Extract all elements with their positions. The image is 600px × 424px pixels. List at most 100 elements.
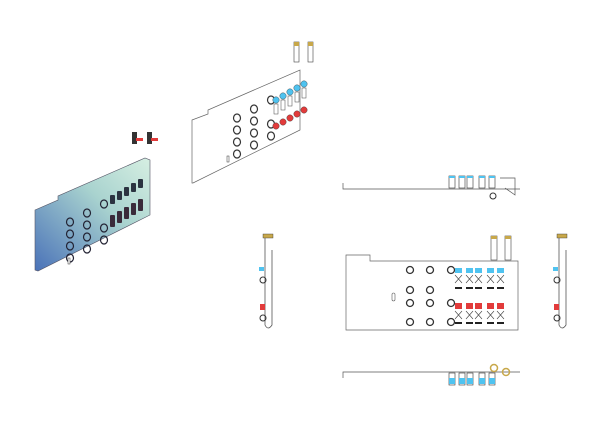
valve-body (553, 276, 561, 284)
plate-hole (405, 265, 415, 275)
outline-isometric-view (191, 41, 314, 184)
return-cap (455, 268, 462, 273)
valve-body (287, 95, 293, 107)
valve-body (486, 274, 495, 284)
return-cap (259, 267, 264, 271)
plate-hole (82, 220, 92, 230)
brass-fitting (556, 233, 568, 239)
plate-hole (425, 298, 435, 308)
valve-body (259, 276, 267, 284)
supply-valve (138, 199, 143, 211)
plate-hole (99, 199, 109, 209)
valve-body (496, 310, 505, 320)
valve-body (280, 99, 286, 111)
front-view-manifold (391, 235, 512, 327)
plate-hole (249, 140, 259, 150)
return-cap (467, 378, 473, 384)
brass-fitting (294, 42, 299, 46)
valve-body (465, 310, 474, 320)
supply-valve (110, 215, 115, 227)
ball-valve (147, 132, 152, 144)
return-cap (479, 378, 485, 384)
supply-cap (497, 303, 504, 309)
plate-hole (425, 265, 435, 275)
plate-hole (99, 223, 109, 233)
supply-cap (293, 110, 301, 118)
return-cap (279, 92, 287, 100)
return-cap (272, 96, 280, 104)
brass-fitting (308, 42, 313, 46)
return-cap (459, 378, 465, 384)
return-cap (449, 176, 455, 178)
valve-body (474, 310, 483, 320)
top-view (342, 175, 520, 200)
bottom-view-manifold (448, 363, 511, 386)
supply-cap (475, 303, 482, 309)
valve-nut (475, 322, 482, 324)
left-side-view (259, 233, 274, 329)
plate-hole (232, 113, 242, 123)
return-cap (300, 80, 308, 88)
valve-body (259, 314, 267, 322)
supply-cap (260, 304, 265, 310)
brass-fitting (501, 367, 511, 377)
valve-nut (455, 322, 462, 324)
valve-body (301, 87, 307, 99)
plate-hole (99, 235, 109, 245)
plate-hole (82, 232, 92, 242)
top-view-manifold (448, 175, 516, 200)
plate-slot (391, 292, 396, 302)
return-valve (124, 187, 129, 196)
pipe (500, 177, 516, 196)
plate-hole (65, 241, 75, 251)
pipe (558, 238, 567, 329)
valve-body (454, 274, 463, 284)
supply-cap (487, 303, 494, 309)
plate-hole (266, 131, 276, 141)
brass-fitting (491, 236, 497, 239)
valve-nut (487, 322, 494, 324)
supply-cap (272, 122, 280, 130)
ball-valve (490, 235, 498, 261)
return-cap (466, 268, 473, 273)
pipe-loop (489, 192, 497, 200)
plate-hole (232, 137, 242, 147)
shaded-mounting-plate (34, 157, 151, 272)
supply-valve (124, 207, 129, 219)
valve-handle (151, 138, 158, 141)
plate-hole (249, 128, 259, 138)
plate-holes (226, 95, 276, 163)
plate-holes (65, 199, 109, 265)
valve-nut (487, 287, 494, 289)
return-cap (489, 176, 495, 178)
plate-hole (82, 244, 92, 254)
return-cap (286, 88, 294, 96)
return-cap (467, 176, 473, 178)
supply-cap (286, 114, 294, 122)
supply-cap (466, 303, 473, 309)
plate-hole (405, 317, 415, 327)
shaded-isometric-view (34, 132, 158, 272)
plate-hole (405, 285, 415, 295)
valve-nut (497, 287, 504, 289)
valve-body (553, 314, 561, 322)
return-cap (489, 378, 495, 384)
supply-cap (300, 106, 308, 114)
valve-body (454, 310, 463, 320)
brass-fitting (505, 236, 511, 239)
bottom-view (342, 363, 520, 386)
manifold-assembly-outline (272, 41, 314, 130)
plate-hole (232, 125, 242, 135)
valve-nut (466, 322, 473, 324)
valve-nut (497, 322, 504, 324)
valve-handle (136, 138, 143, 141)
valve-nut (475, 287, 482, 289)
plate-hole (232, 149, 242, 159)
pipe (264, 238, 273, 329)
return-cap (475, 268, 482, 273)
valve-body (486, 310, 495, 320)
brass-fitting (262, 233, 274, 239)
brass-fitting (489, 363, 499, 373)
valve-body (496, 274, 505, 284)
plate-hole (65, 229, 75, 239)
